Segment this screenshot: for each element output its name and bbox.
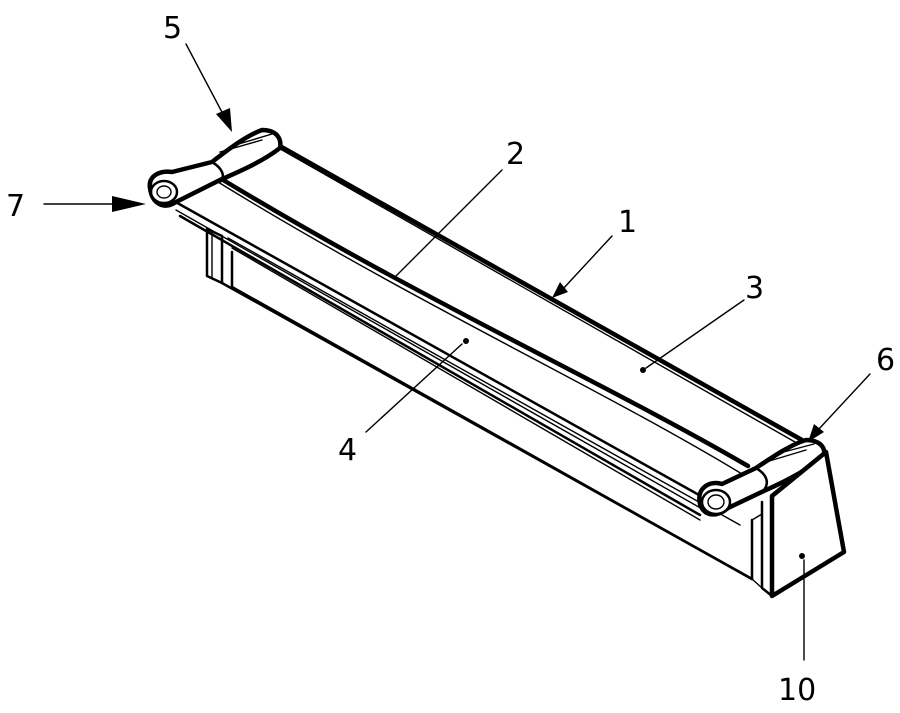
leader-lines xyxy=(43,43,871,661)
label-4: 4 xyxy=(338,433,357,468)
left-end-cap xyxy=(147,127,283,208)
right-end-cap xyxy=(697,437,827,517)
label-7: 7 xyxy=(6,189,25,224)
support-plate xyxy=(205,227,754,581)
label-3: 3 xyxy=(745,271,764,306)
label-2: 2 xyxy=(506,137,525,172)
label-1: 1 xyxy=(618,205,637,240)
rail-body xyxy=(170,133,805,521)
reference-numerals: 5 7 2 1 3 6 4 10 xyxy=(6,11,895,708)
label-5: 5 xyxy=(163,11,182,46)
label-10: 10 xyxy=(778,673,816,708)
reference-dots xyxy=(463,338,805,559)
end-bracket xyxy=(751,449,847,599)
label-6: 6 xyxy=(876,343,895,378)
